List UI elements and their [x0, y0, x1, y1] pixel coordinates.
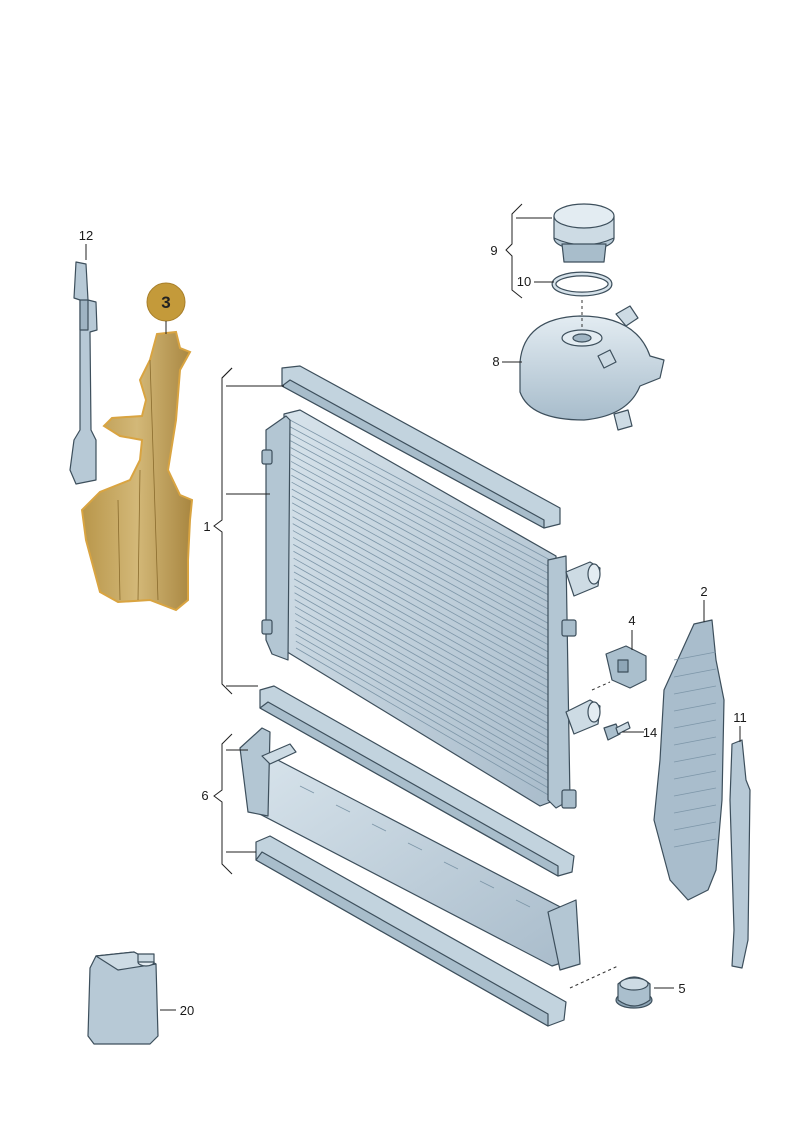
aux-slot — [335, 804, 351, 813]
radiator-fin — [295, 640, 551, 790]
callout-labels: 12 1 6 9 10 8 4 14 2 11 20 5 — [79, 228, 747, 1018]
callout-8: 8 — [492, 354, 499, 369]
radiator-fin — [294, 585, 551, 732]
radiator-fin — [292, 530, 551, 675]
coolant-canister-20 — [87, 951, 159, 1045]
air-duct-ribs — [673, 651, 717, 848]
callout-14: 14 — [643, 725, 657, 740]
leader-lines — [85, 203, 741, 1011]
expansion-tank-8 — [519, 305, 665, 431]
radiator-fin — [290, 454, 551, 597]
duct-rib — [673, 702, 717, 712]
duct-rib — [673, 685, 717, 695]
grommet-5 — [615, 976, 653, 1009]
radiator-fin — [293, 557, 551, 704]
callout-20: 20 — [180, 1003, 194, 1018]
radiator-fin — [291, 502, 551, 647]
radiator-fin — [295, 620, 551, 768]
callout-4: 4 — [628, 613, 635, 628]
radiator-fin — [291, 468, 551, 611]
radiator-fin — [293, 564, 551, 711]
side-seal-11 — [729, 739, 751, 969]
duct-rib — [673, 787, 717, 797]
radiator-fin — [294, 613, 551, 761]
radiator-fin — [293, 571, 551, 718]
radiator-fin — [292, 537, 551, 682]
callout-6: 6 — [201, 788, 208, 803]
air-guide-3-highlighted — [80, 330, 194, 612]
air-duct-2 — [653, 619, 725, 901]
callout-12: 12 — [79, 228, 93, 243]
highlight-badge: 3 — [146, 282, 186, 334]
radiator-fin — [292, 516, 551, 661]
aux-radiator-6 — [239, 727, 581, 1027]
duct-rib — [673, 651, 717, 661]
radiator-fin — [291, 474, 551, 618]
radiator-fin — [290, 433, 551, 575]
radiator-fin — [293, 550, 551, 697]
duct-rib — [673, 838, 717, 848]
radiator-fin — [294, 606, 551, 754]
radiator-fin — [293, 578, 551, 725]
radiator-fin — [295, 626, 551, 775]
callout-5: 5 — [678, 981, 685, 996]
callout-10: 10 — [517, 274, 531, 289]
radiator-fin — [293, 544, 551, 690]
radiator-fin — [290, 440, 551, 582]
duct-rib — [673, 668, 717, 678]
duct-rib — [673, 753, 717, 763]
radiator-fin — [295, 647, 551, 797]
side-seal-12 — [69, 261, 98, 485]
radiator-fin — [295, 633, 551, 783]
aux-radiator-slots — [299, 785, 531, 908]
duct-rib — [673, 804, 717, 814]
radiator-fin — [290, 461, 551, 604]
radiator-fin — [290, 447, 551, 589]
radiator-1 — [259, 365, 601, 877]
duct-rib — [673, 719, 717, 729]
radiator-fin — [291, 495, 551, 640]
radiator-fin — [292, 523, 551, 668]
aux-slot — [515, 899, 531, 908]
radiator-fin — [289, 419, 551, 561]
duct-rib — [673, 770, 717, 780]
radiator-fin — [291, 488, 551, 632]
radiator-fin — [289, 426, 551, 568]
seal-ring-10 — [551, 271, 613, 297]
duct-rib — [673, 736, 717, 746]
radiator-fins — [289, 419, 551, 797]
callout-11: 11 — [733, 710, 747, 725]
radiator-fin — [294, 592, 551, 740]
bolt-14 — [603, 721, 631, 741]
callout-9: 9 — [490, 243, 497, 258]
radiator-fin — [292, 509, 551, 654]
radiator-fin — [294, 599, 551, 747]
filler-cap-9 — [553, 203, 615, 263]
aux-slot — [407, 842, 423, 851]
duct-rib — [673, 821, 717, 831]
aux-slot — [443, 861, 459, 870]
aux-slot — [479, 880, 495, 889]
radiator-fin — [291, 481, 551, 625]
callout-2: 2 — [700, 584, 707, 599]
callout-1: 1 — [203, 519, 210, 534]
badge-label: 3 — [161, 293, 170, 312]
aux-slot — [299, 785, 315, 794]
aux-slot — [371, 823, 387, 832]
bracket-4 — [605, 645, 647, 689]
